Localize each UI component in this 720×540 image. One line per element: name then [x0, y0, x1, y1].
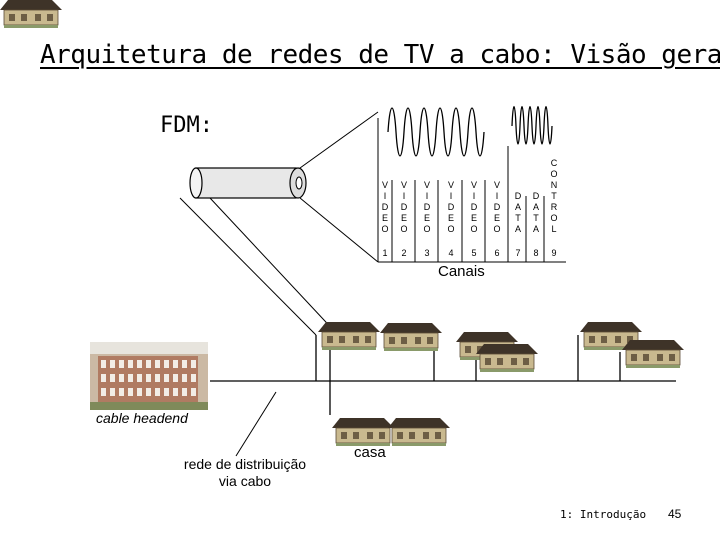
page-number: 45 — [668, 507, 682, 521]
channels-label: Canais — [438, 263, 485, 280]
fdm-label: FDM: — [160, 113, 213, 138]
low-frequency-wave-icon — [387, 107, 485, 157]
house-icon — [621, 339, 685, 369]
channel-separators — [391, 146, 545, 262]
footer-section: 1: Introdução — [560, 508, 647, 521]
cable-headend-building-icon — [90, 342, 208, 410]
zoom-line-bottom — [299, 197, 379, 263]
channel-number: 9 — [551, 248, 557, 258]
channel-number: 3 — [424, 248, 430, 258]
house-icon — [331, 417, 395, 447]
house-icon — [317, 321, 381, 351]
channel-number: 6 — [494, 248, 500, 258]
zoom-line-top — [299, 111, 379, 169]
house-icon — [387, 417, 451, 447]
channel-number: 2 — [401, 248, 407, 258]
slide-title: Arquitetura de redes de TV a cabo: Visão… — [40, 40, 720, 70]
high-frequency-wave-icon — [511, 105, 553, 145]
house-icon — [379, 322, 443, 352]
house-icon — [0, 0, 62, 28]
distribution-network-lines — [210, 335, 676, 415]
house-icon — [475, 343, 539, 373]
channel-number: 1 — [382, 248, 388, 258]
channel-number: 8 — [533, 248, 539, 258]
channel-number: 5 — [471, 248, 477, 258]
distribution-pointer — [235, 391, 277, 457]
channel-number: 7 — [515, 248, 521, 258]
home-label: casa — [354, 444, 386, 461]
coax-cable-icon — [189, 167, 307, 199]
zoom-line-cable-a — [179, 197, 317, 336]
distribution-network-label: rede de distribuição via cabo — [183, 456, 307, 489]
zoom-line-cable-b — [209, 197, 339, 336]
cable-headend-label: cable headend — [96, 410, 188, 426]
channel-number: 4 — [448, 248, 454, 258]
